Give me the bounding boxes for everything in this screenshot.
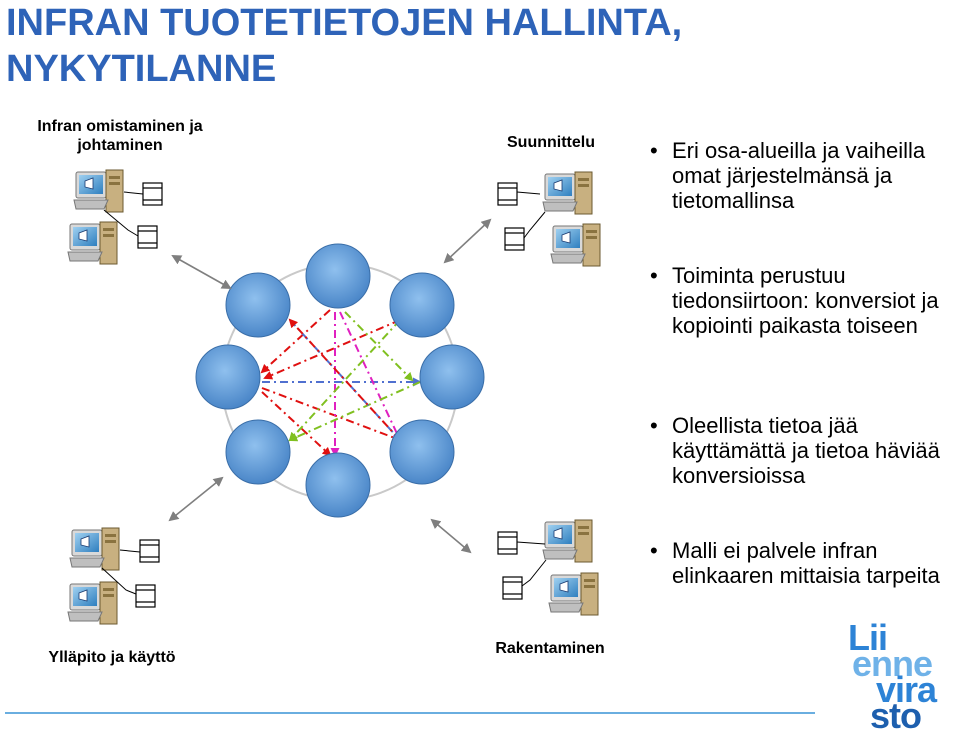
system-node [390, 273, 454, 337]
computer-icon [68, 582, 117, 624]
document-icon [498, 183, 517, 205]
document-icon [498, 532, 517, 554]
cluster-bottom-left [68, 528, 159, 624]
system-nodes [196, 244, 484, 517]
document-icon [503, 577, 522, 599]
computer-icon [551, 224, 600, 266]
document-icon [505, 228, 524, 250]
cluster-bottom-right [498, 520, 598, 615]
system-node [306, 244, 370, 308]
document-icon [136, 585, 155, 607]
document-icon [143, 183, 162, 205]
computer-icon [70, 528, 119, 570]
system-node [196, 345, 260, 409]
computer-icon [74, 170, 123, 212]
computer-icon [543, 172, 592, 214]
system-node [306, 453, 370, 517]
liikennevirasto-logo: Lii enne vira sto [848, 625, 958, 729]
system-node [226, 420, 290, 484]
document-icon [140, 540, 159, 562]
logo-line: sto [848, 703, 958, 729]
cluster-top-right [498, 172, 600, 266]
cluster-top-left [68, 170, 162, 264]
document-icon [138, 226, 157, 248]
computer-icon [543, 520, 592, 562]
system-node [226, 273, 290, 337]
system-node [390, 420, 454, 484]
computer-icon [68, 222, 117, 264]
computer-icon [549, 573, 598, 615]
system-node [420, 345, 484, 409]
